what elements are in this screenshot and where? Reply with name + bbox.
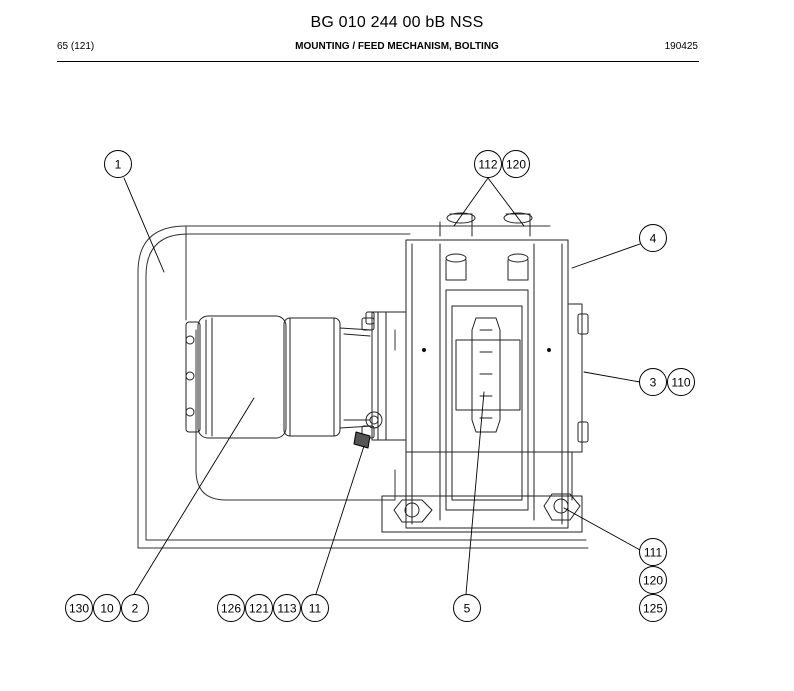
callout-113: 113 — [273, 594, 301, 622]
svg-text:10: 10 — [100, 602, 114, 616]
callout-130: 130 — [65, 594, 93, 622]
callout-10: 10 — [93, 594, 121, 622]
svg-text:113: 113 — [277, 602, 296, 616]
callout-125: 125 — [639, 594, 667, 622]
svg-text:5: 5 — [464, 602, 471, 616]
leader-lines — [123, 177, 641, 595]
callout-126: 126 — [217, 594, 245, 622]
svg-text:120: 120 — [506, 158, 526, 172]
svg-text:11: 11 — [309, 602, 322, 616]
svg-text:125: 125 — [643, 602, 663, 616]
callout-11: 11 — [301, 594, 329, 622]
svg-text:4: 4 — [650, 232, 657, 246]
svg-text:111: 111 — [644, 546, 663, 560]
callout-1: 1 — [104, 150, 132, 178]
mounting-bracket — [137, 225, 589, 549]
callout-120-right: 120 — [639, 566, 667, 594]
svg-text:112: 112 — [478, 158, 497, 172]
callout-2: 2 — [121, 594, 149, 622]
header-rule — [57, 61, 699, 62]
svg-text:126: 126 — [221, 602, 241, 616]
callout-3: 3 — [639, 368, 667, 396]
hydraulic-motor — [185, 311, 407, 449]
svg-text:3: 3 — [650, 376, 657, 390]
callout-112: 112 — [474, 150, 502, 178]
document-code: 190425 — [664, 41, 698, 52]
document-title: BG 010 244 00 bB NSS — [310, 14, 484, 31]
svg-text:2: 2 — [132, 602, 139, 616]
callout-121: 121 — [245, 594, 273, 622]
feed-housing — [381, 212, 589, 533]
svg-text:121: 121 — [249, 602, 269, 616]
callout-4: 4 — [639, 224, 667, 252]
svg-text:110: 110 — [671, 376, 690, 390]
callout-120-top: 120 — [502, 150, 530, 178]
callouts: 1 112 120 4 3 110 111 120 — [65, 150, 695, 622]
callout-5: 5 — [453, 594, 481, 622]
page-number: 65 (121) — [57, 41, 95, 52]
svg-text:130: 130 — [69, 602, 89, 616]
svg-text:1: 1 — [115, 158, 122, 172]
svg-text:120: 120 — [643, 574, 663, 588]
callout-111: 111 — [639, 538, 667, 566]
section-title: MOUNTING / FEED MECHANISM, BOLTING — [295, 41, 499, 52]
callout-110: 110 — [667, 368, 695, 396]
